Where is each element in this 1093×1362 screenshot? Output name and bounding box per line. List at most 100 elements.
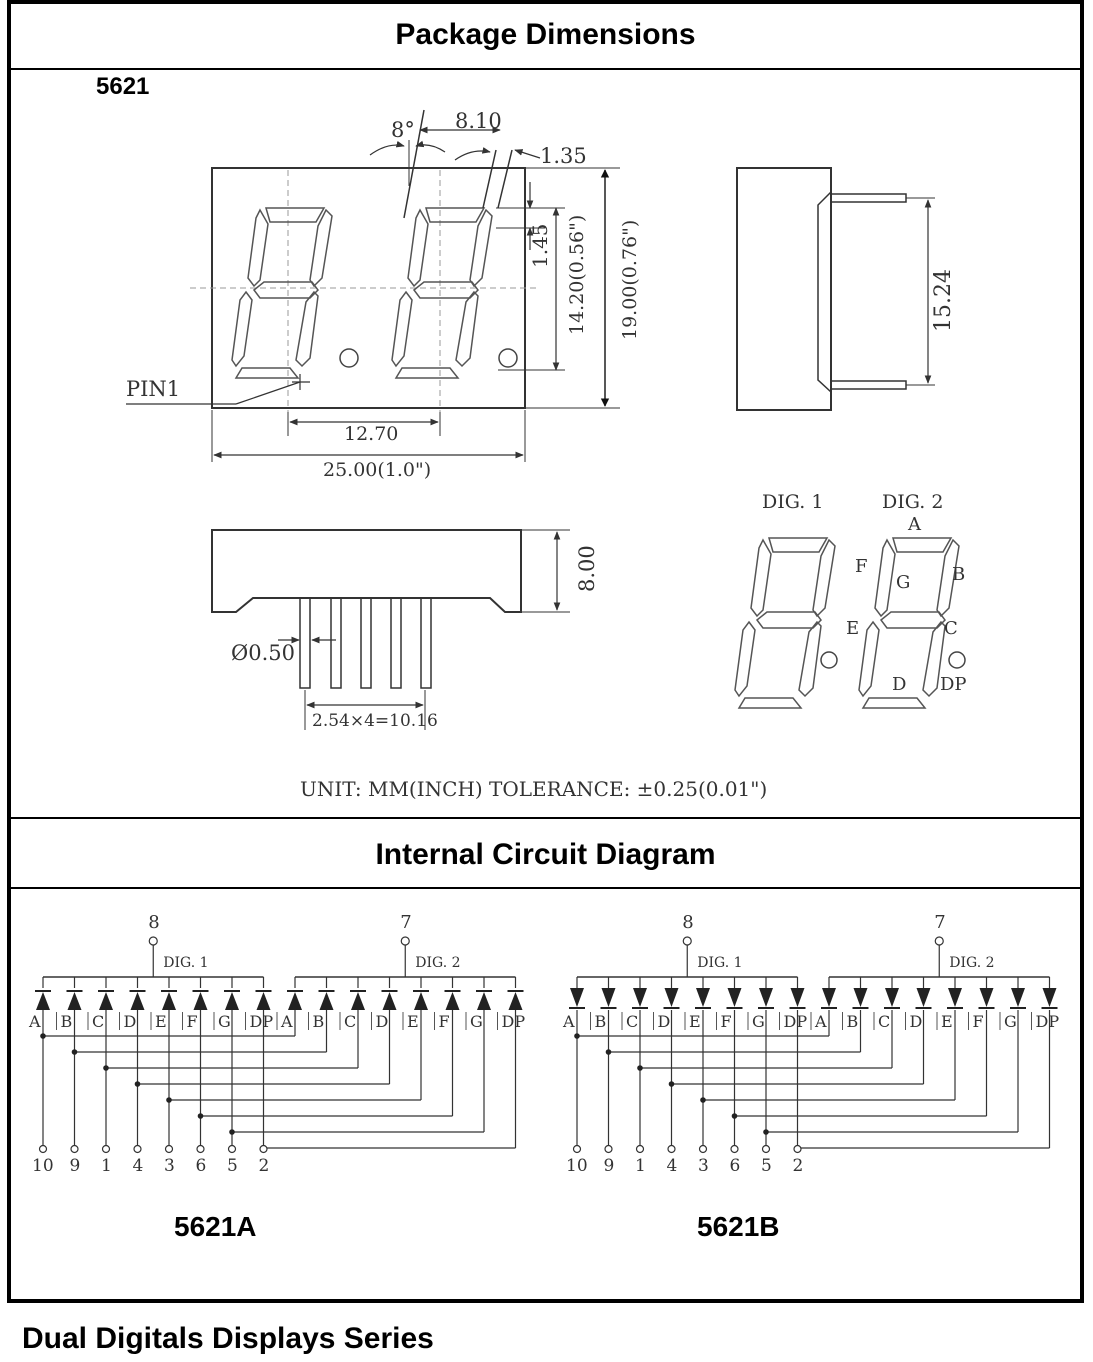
bottom-pin-label: 6	[730, 1156, 741, 1176]
bottom-pin-terminal	[730, 1144, 739, 1154]
seg-e-label: E	[846, 618, 859, 639]
led-diode	[162, 992, 176, 1010]
led-diode	[36, 992, 50, 1010]
digit-common-label: DIG. 1	[697, 955, 742, 971]
bottom-pin-terminal	[793, 1144, 802, 1154]
bottom-pin-label: 2	[793, 1156, 804, 1176]
seg-c-label: C	[944, 618, 958, 639]
pin-diameter-label: Ø0.50	[231, 641, 295, 665]
segment-label: E	[407, 1012, 419, 1031]
bottom-pin-terminal	[604, 1144, 613, 1154]
bottom-pin-terminal	[101, 1144, 111, 1154]
bottom-pin-label: 1	[101, 1156, 112, 1176]
segment-label: E	[155, 1012, 167, 1031]
segment-label: A	[280, 1012, 293, 1031]
common-pin-terminal	[148, 936, 158, 946]
segment-label: C	[344, 1012, 356, 1031]
bottom-pin-terminal	[259, 1144, 268, 1154]
unit-tolerance-note: UNIT: MM(INCH) TOLERANCE: ±0.25(0.01")	[300, 777, 767, 801]
digit-height-label: 14.20(0.56")	[566, 215, 588, 335]
seg-a-label: A	[907, 514, 922, 535]
led-diode	[759, 988, 773, 1007]
depth-label: 8.00	[575, 545, 599, 592]
segment-label: G	[1004, 1012, 1017, 1031]
common-pin-label: 7	[400, 912, 411, 933]
segment-label: B	[595, 1012, 607, 1031]
led-diode	[319, 992, 334, 1010]
bottom-pin-terminal	[164, 1144, 174, 1154]
divider-circuit	[11, 887, 1080, 889]
bottom-pin-label: 9	[70, 1156, 81, 1176]
led-diode	[508, 992, 523, 1010]
angle-label: 8°	[391, 118, 415, 142]
seg-dp-label: DP	[940, 674, 967, 695]
total-width-label: 25.00(1.0")	[323, 459, 431, 481]
led-diode	[477, 992, 491, 1010]
led-diode	[601, 988, 616, 1007]
segment-label: DP	[502, 1012, 526, 1031]
led-diode	[633, 988, 647, 1007]
side-height-label: 15.24	[931, 269, 956, 332]
digit-common-label: DIG. 1	[163, 955, 208, 971]
bottom-pin-label: 3	[698, 1156, 709, 1176]
divider-mid	[11, 817, 1080, 819]
segment-label: DP	[1036, 1012, 1060, 1031]
led-diode	[570, 988, 584, 1007]
total-height-label: 19.00(0.76")	[619, 220, 641, 340]
bottom-pin-label: 2	[259, 1156, 270, 1176]
variant-b-label: 5621B	[697, 1211, 780, 1242]
segment-label: G	[752, 1012, 765, 1031]
led-diode	[225, 992, 239, 1010]
bottom-pin-terminal	[133, 1144, 142, 1154]
led-diode	[1042, 988, 1057, 1007]
bottom-pin-terminal	[572, 1144, 582, 1154]
bottom-pin-label: 1	[635, 1156, 646, 1176]
segment-label: A	[562, 1012, 575, 1031]
internal-circuit-header: Internal Circuit Diagram	[375, 838, 716, 871]
digit-common-label: DIG. 2	[415, 955, 460, 971]
segment-label: D	[376, 1012, 389, 1031]
common-pin-terminal	[934, 936, 944, 946]
seg-145-label: 1.45	[528, 223, 552, 268]
segment-label: DP	[784, 1012, 808, 1031]
model-label: 5621	[96, 73, 149, 100]
segment-label: C	[626, 1012, 638, 1031]
segment-label: C	[878, 1012, 890, 1031]
bottom-pin-label: 3	[164, 1156, 175, 1176]
segment-label: E	[689, 1012, 701, 1031]
common-pin-label: 8	[148, 912, 159, 933]
segment-label: A	[814, 1012, 827, 1031]
led-diode	[193, 992, 208, 1010]
bottom-pin-terminal	[667, 1144, 676, 1154]
common-pin-label: 8	[682, 912, 693, 933]
bottom-pin-label: 4	[133, 1156, 144, 1176]
segment-label: D	[124, 1012, 137, 1031]
led-diode	[727, 988, 742, 1007]
segment-label: D	[658, 1012, 671, 1031]
width-810-label: 8.10	[455, 109, 502, 133]
led-diode	[414, 992, 428, 1010]
led-diode	[382, 992, 397, 1010]
common-pin-terminal	[400, 936, 410, 946]
segment-label: C	[92, 1012, 104, 1031]
bottom-pin-label: 10	[566, 1156, 588, 1176]
led-diode	[288, 992, 302, 1010]
bottom-pin-label: 9	[604, 1156, 615, 1176]
bottom-pin-terminal	[698, 1144, 708, 1154]
side-view: 15.24	[736, 167, 956, 411]
bottom-pin-terminal	[38, 1144, 48, 1154]
digit-common-label: DIG. 2	[949, 955, 994, 971]
common-pin-terminal	[682, 936, 692, 946]
segment-label: B	[847, 1012, 859, 1031]
segment-label: F	[973, 1012, 984, 1031]
series-footer: Dual Digitals Displays Series	[22, 1322, 434, 1355]
variant-a-label: 5621A	[174, 1211, 257, 1242]
package-dimensions-header: Package Dimensions	[395, 18, 696, 51]
pin1-label: PIN1	[126, 377, 180, 401]
led-diode	[948, 988, 962, 1007]
led-diode	[664, 988, 679, 1007]
pin-span-label: 2.54×4=10.16	[312, 711, 438, 731]
seg-g-label: G	[896, 572, 910, 593]
